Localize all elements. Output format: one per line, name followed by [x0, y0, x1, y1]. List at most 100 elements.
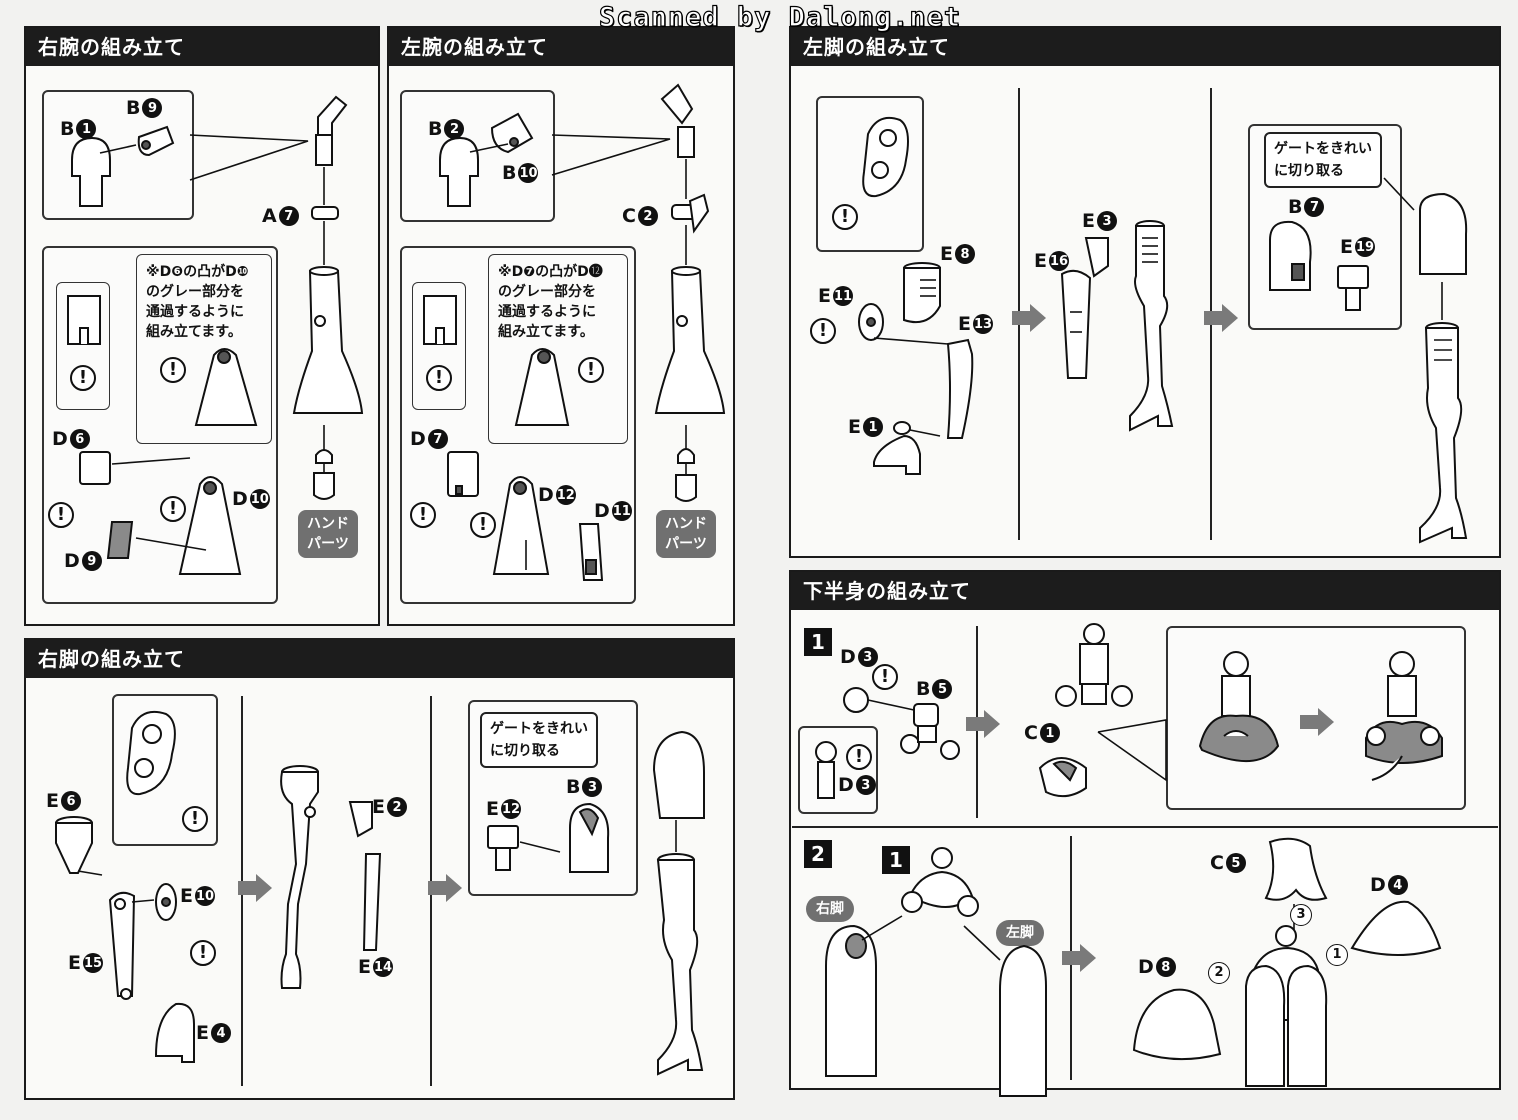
forearm-shell-part — [178, 476, 242, 575]
next-step-arrow — [1062, 944, 1096, 972]
warning-icon: ! — [70, 365, 96, 391]
upper-arm-stack — [292, 95, 364, 500]
right-leg-attach — [825, 915, 903, 1077]
scanner-watermark: Scanned by Dalong.net — [598, 1, 962, 33]
foot-part — [154, 1002, 195, 1063]
assembly-note: ※D❼の凸がD⓬ のグレー部分を 通過するように 組み立てます。 — [498, 264, 603, 340]
waist-frame-step2 — [901, 847, 979, 917]
knee-cap-part — [858, 303, 884, 341]
warning-icon: ! — [410, 502, 436, 528]
hip-joint-part — [487, 825, 561, 871]
notch-detail — [423, 295, 457, 345]
panel-title: 下半身の組み立て — [791, 572, 1499, 610]
forearm-plate-part — [106, 521, 207, 559]
panel-title: 左腕の組み立て — [389, 28, 733, 66]
order-marker: 1 — [1326, 944, 1348, 966]
detail-box — [798, 726, 878, 814]
next-step-arrow — [238, 874, 272, 902]
joint-cap-detail — [862, 116, 909, 198]
forearm-sleeve-part — [447, 451, 479, 497]
waist-ball-part — [843, 687, 869, 713]
gate-trim-callout: ゲートをきれい に切り取る — [480, 712, 598, 768]
step-number: 1 — [882, 846, 910, 874]
next-step-arrow — [1204, 304, 1238, 332]
warning-icon: ! — [470, 512, 496, 538]
forearm-plate-part — [578, 523, 604, 581]
section-divider — [792, 826, 1498, 828]
hip-ball-part — [55, 816, 103, 876]
foot-part — [873, 421, 941, 475]
warning-icon: ! — [426, 365, 452, 391]
warning-icon: ! — [190, 940, 216, 966]
assembled-leg-part — [1129, 220, 1174, 432]
warning-icon: ! — [846, 744, 872, 770]
gate-trim-callout: ゲートをきれい に切り取る — [1264, 132, 1382, 188]
assembled-hips — [1245, 925, 1328, 1087]
callout-pointer — [189, 134, 309, 181]
panel-title: 右腕の組み立て — [26, 28, 378, 66]
warning-icon: ! — [810, 318, 836, 344]
next-step-arrow — [428, 874, 462, 902]
rear-skirt-part — [1264, 837, 1328, 934]
waist-cover-part — [1038, 757, 1087, 798]
right-leg-tag: 右脚 — [806, 896, 854, 922]
complete-left-leg — [1383, 177, 1468, 544]
hip-joint-part — [1337, 265, 1369, 311]
warning-icon: ! — [182, 806, 208, 832]
waist-rotated-preview — [1365, 651, 1443, 781]
step-number: 1 — [804, 628, 832, 656]
forearm-sleeve-part — [79, 451, 191, 485]
waist-joint-part — [867, 699, 960, 760]
forearm-preview — [194, 348, 258, 426]
hand-parts-tag: ハンド パーツ — [656, 510, 716, 558]
hip-cover-part — [569, 802, 610, 873]
hand-parts-tag: ハンド パーツ — [298, 510, 358, 558]
leg-frame-assembly — [280, 765, 382, 989]
left-leg-tag: 左脚 — [996, 920, 1044, 946]
forearm-shell-part — [492, 476, 550, 575]
shin-frame-part — [108, 891, 155, 1000]
knee-cap-part — [155, 883, 177, 921]
callout-pointer — [551, 134, 671, 176]
panel-lower-body: 下半身の組み立て — [789, 570, 1501, 1090]
shoulder-joint-part — [439, 112, 534, 207]
callout-pointer — [1097, 719, 1167, 782]
side-skirt-part — [1132, 988, 1222, 1061]
detail-box — [42, 90, 194, 220]
warning-icon: ! — [832, 204, 858, 230]
left-leg-attach — [963, 925, 1047, 1097]
waist-assembled-preview — [1198, 651, 1280, 762]
step-number: 2 — [804, 840, 832, 868]
hip-cover-part — [1269, 220, 1312, 291]
assembly-note: ※D❻の凸がD❿ のグレー部分を 通過するように 組み立てます。 — [146, 264, 249, 340]
shin-part — [873, 337, 974, 439]
